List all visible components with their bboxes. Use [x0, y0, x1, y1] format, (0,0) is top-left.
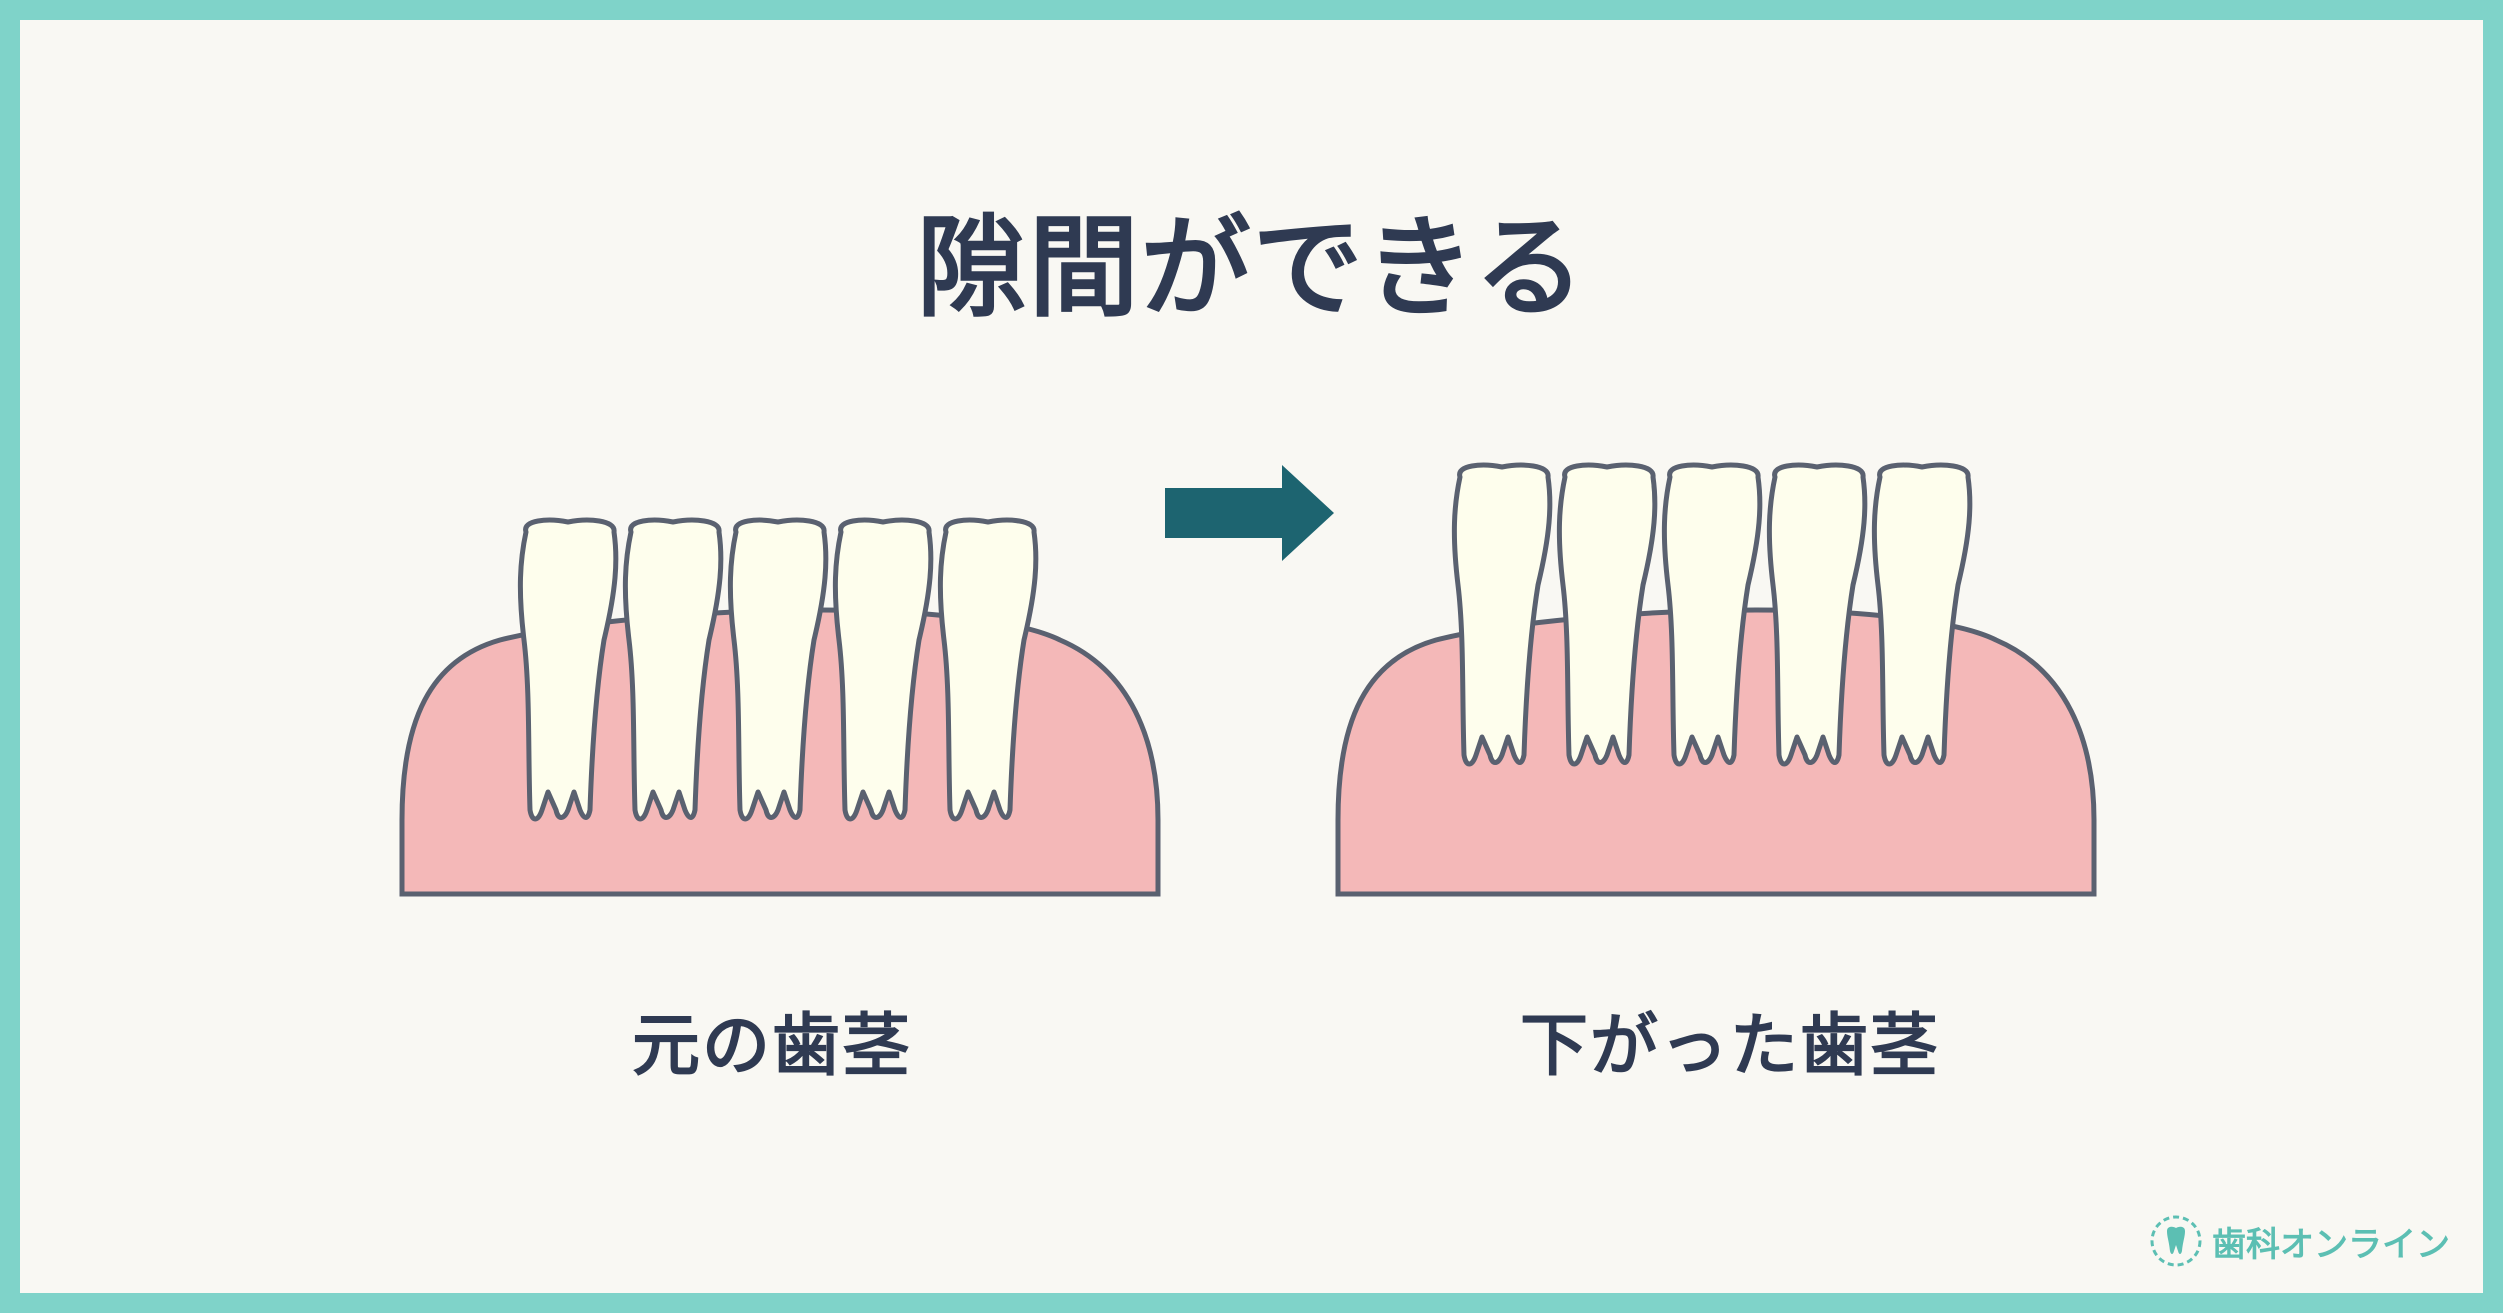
title-text: 隙間ができる: [916, 204, 1587, 332]
brand-logo: 歯科オンライン: [2150, 1215, 2450, 1267]
label-receded-gum: 下がった歯茎: [1519, 1007, 1940, 1086]
gum-teeth-illustration: [399, 20, 2097, 897]
tooth-laurel-icon: [2150, 1215, 2202, 1267]
page-title: 隙間ができる: [898, 204, 1605, 332]
original-gum-group: [399, 520, 1161, 897]
diagram-frame: 隙間ができる: [20, 20, 2483, 1293]
label-original-gum: 元の歯茎: [631, 1007, 912, 1086]
logo-text: 歯科オンライン: [2212, 1225, 2450, 1264]
right-arrow-icon: [1165, 465, 1334, 561]
receded-gum-group: [1335, 465, 2097, 897]
title-block: 隙間ができる: [20, 205, 2483, 332]
